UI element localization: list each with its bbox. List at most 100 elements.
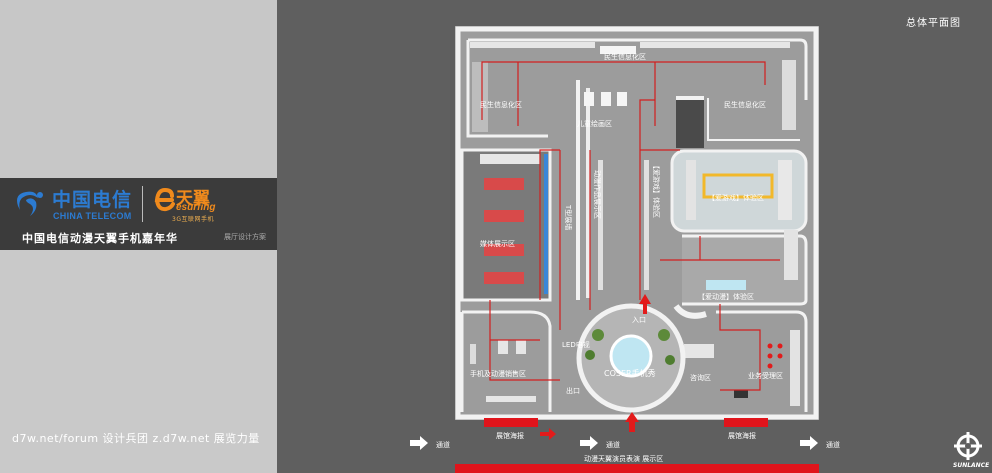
zone-label-anime: 【爱动漫】体验区 bbox=[698, 292, 754, 301]
top-counter bbox=[600, 46, 636, 54]
label-aisle-3: 通道 bbox=[826, 440, 840, 449]
esurfing-subtitle: 3G互联网手机 bbox=[172, 216, 214, 223]
zone-label-phone-sales: 手机及动漫销售区 bbox=[470, 369, 526, 378]
sales-counter bbox=[498, 340, 508, 354]
plant bbox=[658, 329, 670, 341]
business-counter bbox=[790, 330, 800, 406]
top-zone-wall bbox=[466, 38, 808, 138]
sales-counter bbox=[516, 340, 526, 354]
media-tv bbox=[484, 272, 524, 284]
aisle-arrow-icon bbox=[800, 436, 818, 450]
route-line bbox=[489, 300, 761, 391]
plant bbox=[585, 350, 595, 360]
business-monitor bbox=[734, 390, 748, 398]
label-entrance: 入口 bbox=[632, 316, 646, 324]
coser-pool bbox=[609, 334, 653, 378]
entrance-arrow-icon bbox=[639, 294, 651, 314]
top-left-display bbox=[472, 62, 488, 132]
label-aisle-1: 通道 bbox=[436, 440, 450, 449]
media-tv bbox=[484, 178, 524, 190]
seat-dot bbox=[777, 343, 783, 349]
brand-bar bbox=[0, 178, 277, 250]
event-subtitle: 展厅设计方案 bbox=[224, 233, 266, 241]
label-promo-1: 展馆海报 bbox=[496, 431, 524, 440]
seat-dot bbox=[777, 353, 783, 359]
exit-arrow-icon bbox=[540, 428, 556, 440]
seat-dot bbox=[767, 353, 773, 359]
zone-label-top-right: 民生信息化区 bbox=[724, 100, 766, 109]
aisle-arrow-icon bbox=[580, 436, 598, 450]
top-counter bbox=[470, 42, 595, 48]
label-bottom-banner: 动漫天翼演员表演 展示区 bbox=[584, 454, 663, 463]
esurfing-name-cn: 天翼 bbox=[176, 189, 210, 209]
pillar bbox=[676, 98, 704, 148]
zone-label-media: 媒体展示区 bbox=[480, 239, 515, 248]
game-counter bbox=[686, 160, 696, 220]
left-panel-bottom bbox=[0, 250, 277, 473]
business-wall bbox=[716, 310, 808, 412]
label-aisle-2: 通道 bbox=[606, 440, 620, 449]
zone-label-game-box: 【爱游戏】体验区 bbox=[708, 193, 764, 202]
label-exit: 出口 bbox=[566, 386, 580, 395]
zone-label-game-vertical: 【爱游戏】体验区 bbox=[652, 162, 661, 218]
route-line bbox=[660, 236, 780, 261]
event-title: 中国电信动漫天翼手机嘉年华 bbox=[22, 232, 178, 245]
plan-title: 总体平面图 bbox=[906, 18, 961, 29]
game-display bbox=[644, 160, 649, 290]
telecom-name-en: CHINA TELECOM bbox=[53, 211, 132, 221]
sales-counter bbox=[486, 396, 536, 402]
zone-label-consult: 咨询区 bbox=[690, 373, 711, 382]
center-wall bbox=[586, 88, 590, 298]
top-right-wall bbox=[707, 98, 800, 141]
watermark: d7w.net/forum 设计兵团 z.d7w.net 展览力量 bbox=[12, 432, 260, 445]
seat-dot bbox=[767, 363, 773, 369]
game-display bbox=[598, 160, 603, 290]
esurfing-name-en: esurfing bbox=[176, 202, 216, 213]
zone-label-top: 民生信息化区 bbox=[604, 52, 646, 61]
brand-divider bbox=[142, 186, 143, 222]
kids-table bbox=[617, 92, 627, 106]
kids-table bbox=[601, 92, 611, 106]
sunlance-logo-text: SUNLANCE bbox=[953, 462, 990, 469]
zone-label-top-left: 民生信息化区 bbox=[480, 100, 522, 109]
zone-label-business: 业务受理区 bbox=[748, 371, 783, 380]
bottom-banner-bar bbox=[455, 464, 819, 473]
entrance-arrow-icon bbox=[625, 412, 639, 432]
seat-dot bbox=[767, 343, 773, 349]
label-promo-2: 展馆海报 bbox=[728, 431, 756, 440]
game-counter bbox=[778, 160, 792, 220]
left-panel bbox=[0, 0, 277, 473]
media-top-bar bbox=[480, 154, 540, 164]
zone-label-t-wall: T型展墙 bbox=[564, 204, 573, 230]
consult-wall bbox=[673, 304, 707, 319]
route-line bbox=[481, 61, 766, 126]
sunlance-logo-icon bbox=[954, 432, 982, 460]
zone-label-kids: 儿童绘画区 bbox=[577, 119, 612, 128]
blue-wall bbox=[544, 154, 548, 294]
aisle-arrow-icon bbox=[410, 436, 428, 450]
anime-side bbox=[784, 230, 798, 280]
esurfing-logo-icon bbox=[154, 187, 175, 212]
plant bbox=[665, 355, 675, 365]
left-panel-top bbox=[0, 0, 277, 178]
game-room bbox=[670, 149, 808, 233]
phone-sales-wall bbox=[460, 310, 552, 412]
top-counter bbox=[640, 42, 790, 48]
zone-label-center-vertical: 动漫作品展示区 bbox=[593, 170, 602, 219]
outer-wall bbox=[455, 26, 819, 420]
plant bbox=[592, 329, 604, 341]
top-right-display bbox=[782, 60, 796, 130]
telecom-name-cn: 中国电信 bbox=[52, 189, 133, 211]
pillar-frame bbox=[676, 96, 704, 100]
consult-desk bbox=[684, 344, 714, 358]
sales-counter bbox=[470, 344, 476, 364]
promo-bar bbox=[484, 418, 538, 427]
china-telecom-logo-icon bbox=[17, 191, 43, 216]
t-wall bbox=[576, 80, 580, 300]
anime-counter bbox=[706, 280, 746, 290]
zone-label-led: LED电视 bbox=[562, 340, 590, 349]
media-tv bbox=[484, 210, 524, 222]
game-stage bbox=[702, 173, 774, 199]
zone-label-coser: COSER手机秀 bbox=[604, 368, 656, 378]
